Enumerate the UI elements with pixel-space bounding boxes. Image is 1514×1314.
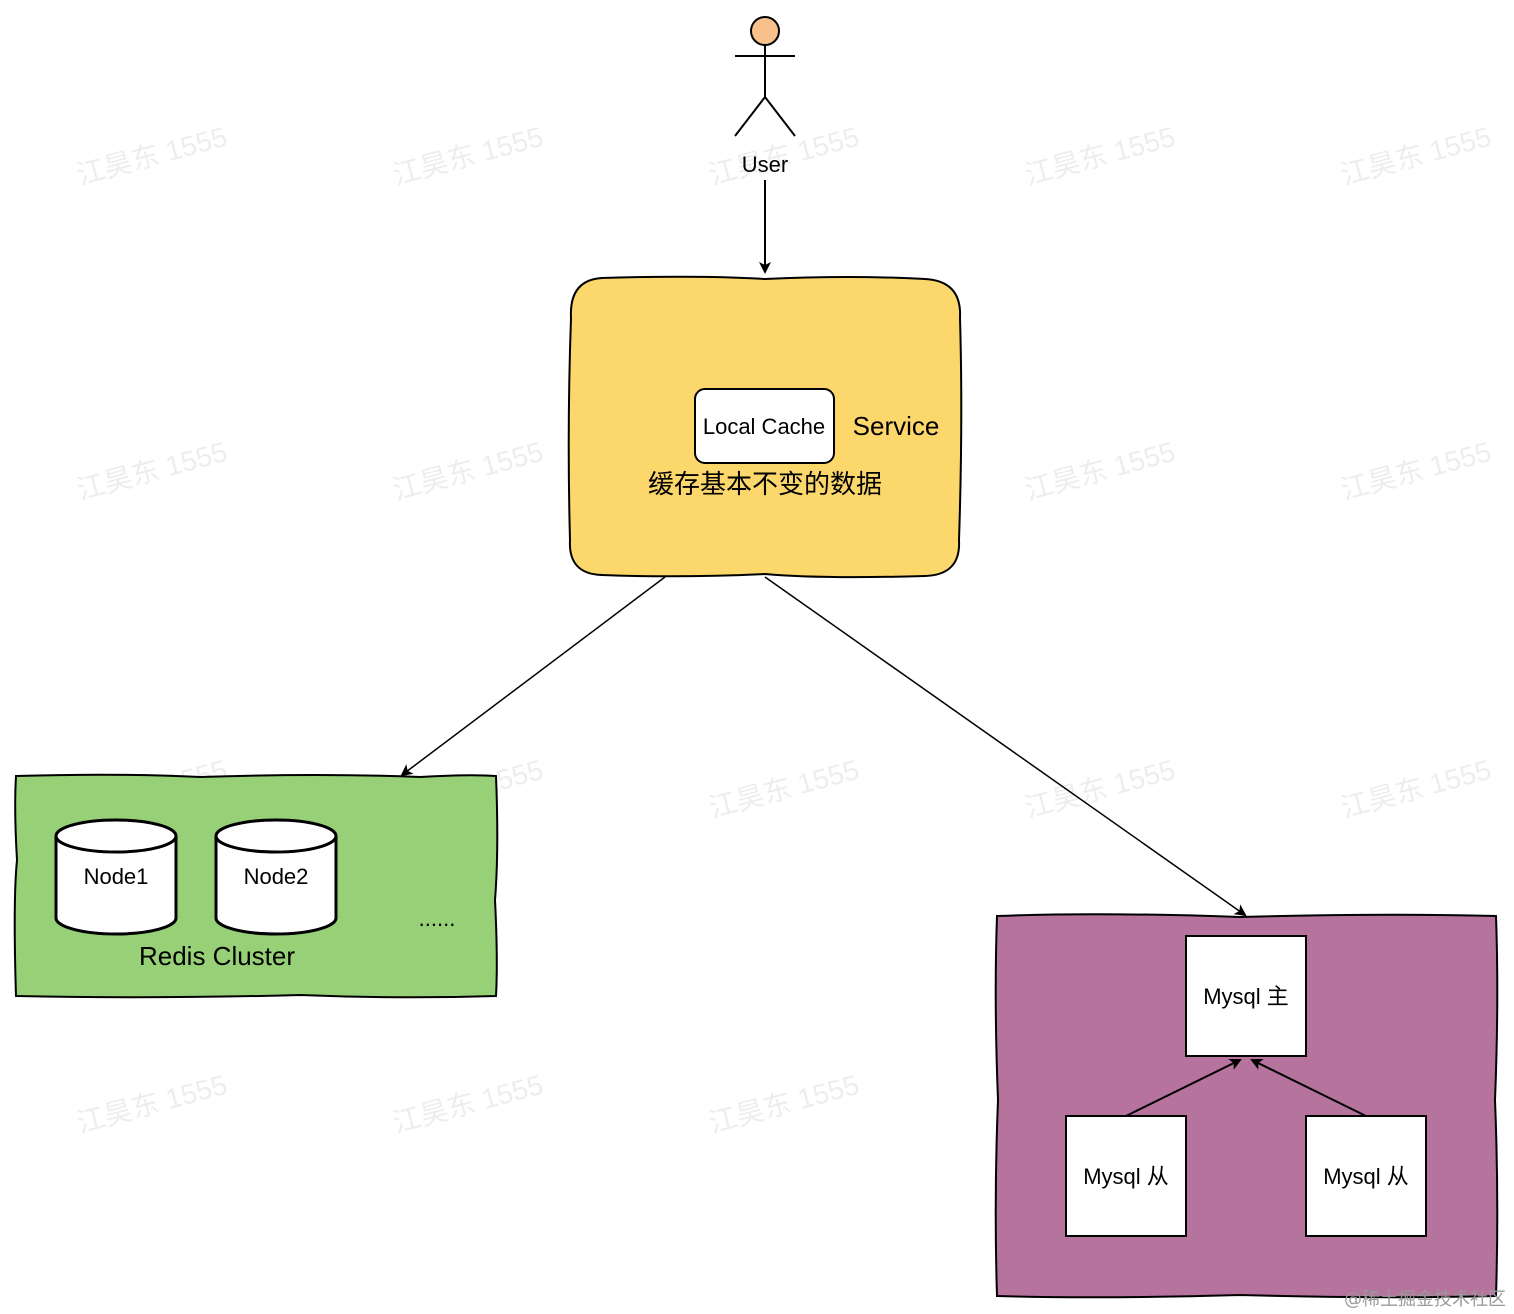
- watermark: 江昊东 1555: [390, 121, 547, 191]
- service-label: Service: [853, 411, 940, 441]
- redis-node-2: Node2: [214, 818, 338, 936]
- cylinder-body: [214, 836, 338, 936]
- node-label: Node1: [84, 864, 149, 889]
- watermark: 江昊东 1555: [1338, 121, 1495, 191]
- mysql-slave-label: Mysql 从: [1083, 1164, 1169, 1189]
- mysql-master-box: [1185, 935, 1307, 1057]
- edge-slave2-to-master: [1250, 1059, 1367, 1117]
- watermark: 江昊东 1555: [390, 1069, 547, 1139]
- cylinder-body: [54, 836, 178, 936]
- redis-cluster: Node1 Node2 ...... Redis Cluster: [13, 773, 499, 999]
- actor-label: User: [742, 152, 788, 177]
- watermark: 江昊东 1555: [1338, 436, 1495, 506]
- watermark: 江昊东 1555: [1022, 436, 1179, 506]
- watermark: 江昊东 1555: [74, 121, 231, 191]
- actor-head: [750, 16, 780, 46]
- watermark: 江昊东 1555: [74, 436, 231, 506]
- cylinder-top: [214, 818, 338, 854]
- watermark: 江昊东 1555: [1338, 754, 1495, 824]
- mysql-master-label: Mysql 主: [1203, 984, 1289, 1009]
- cylinder-top: [54, 818, 178, 854]
- user-actor: User: [734, 16, 796, 177]
- service-node: Local Cache Service 缓存基本不变的数据: [567, 275, 963, 579]
- local-cache-box: [694, 388, 835, 464]
- watermark: 江昊东 1555: [390, 436, 547, 506]
- watermark: 江昊东 1555: [1022, 121, 1179, 191]
- redis-cluster-label: Redis Cluster: [139, 941, 295, 971]
- edge-slave1-to-master: [1125, 1059, 1242, 1117]
- site-footer-watermark: @稀土掘金技术社区: [1344, 1289, 1506, 1310]
- redis-node-1: Node1: [54, 818, 178, 936]
- actor-right-leg: [764, 96, 796, 137]
- edge-service-to-redis: [400, 576, 666, 777]
- watermark: 江昊东 1555: [706, 754, 863, 824]
- watermark: 江昊东 1555: [706, 1069, 863, 1139]
- more-nodes-ellipsis: ......: [419, 906, 456, 931]
- service-note: 缓存基本不变的数据: [648, 469, 882, 499]
- actor-left-leg: [734, 96, 766, 137]
- mysql-slave-label: Mysql 从: [1323, 1164, 1409, 1189]
- local-cache-label: Local Cache: [703, 414, 825, 439]
- watermark: 江昊东 1555: [74, 1069, 231, 1139]
- node-label: Node2: [244, 864, 309, 889]
- edge-service-to-mysql: [764, 576, 1247, 917]
- mysql-cluster: Mysql 主 Mysql 从 Mysql 从: [994, 913, 1499, 1299]
